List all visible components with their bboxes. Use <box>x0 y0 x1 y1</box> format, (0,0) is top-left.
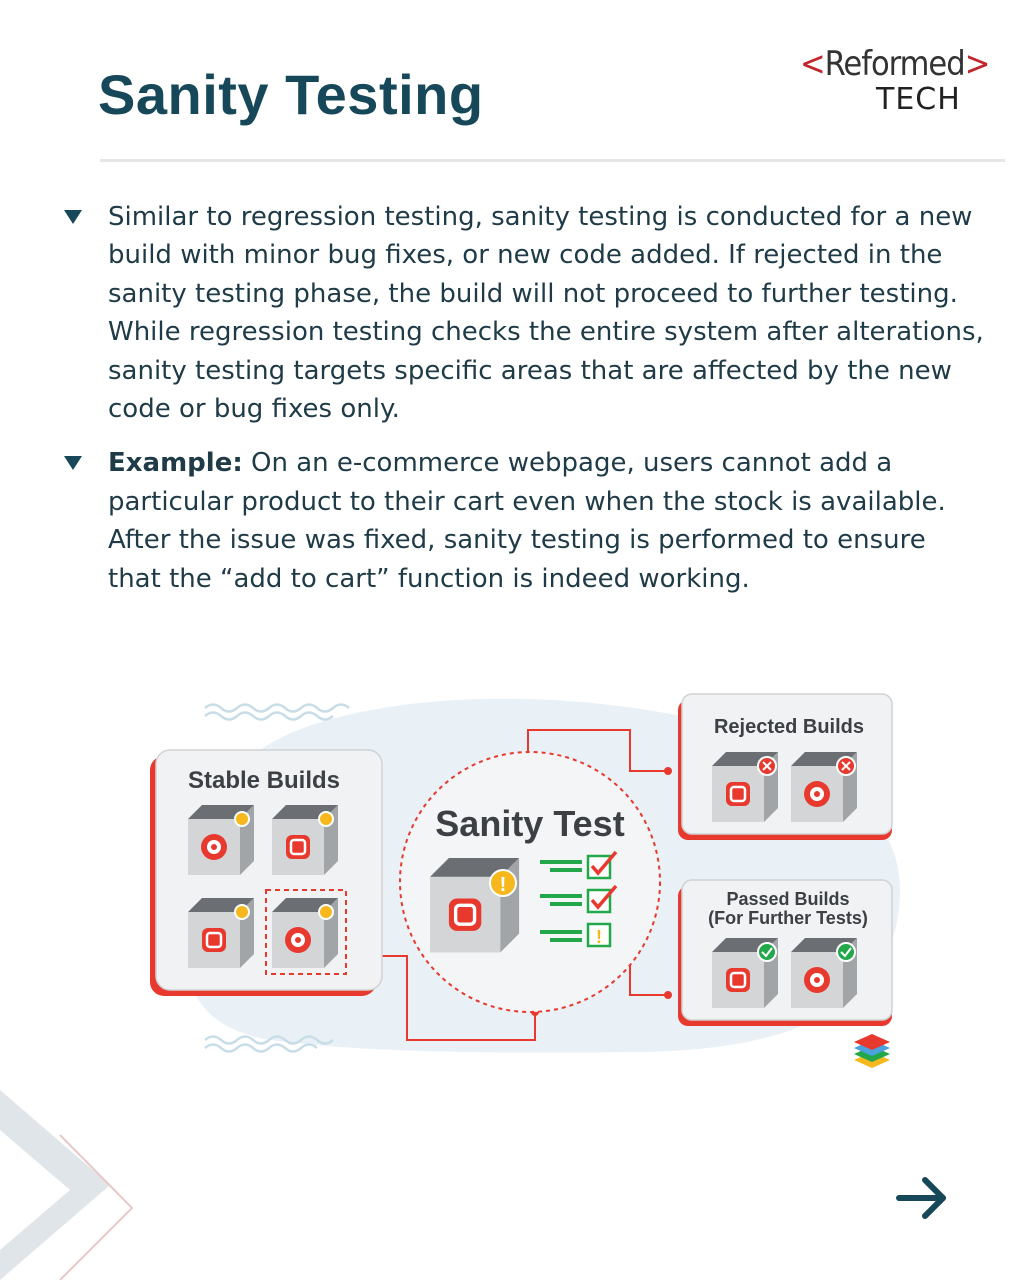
arrow-right-icon[interactable] <box>893 1172 953 1224</box>
svg-text:!: ! <box>596 927 602 947</box>
build-box <box>188 898 254 968</box>
stable-builds-label: Stable Builds <box>188 767 340 794</box>
wave-decoration <box>204 1035 334 1045</box>
bullet-bold-label: Example: <box>108 448 243 479</box>
passed-builds-sublabel: (For Further Tests) <box>708 908 868 928</box>
stable-builds-panel: Stable Builds <box>150 749 383 996</box>
pass-check-icon <box>836 942 856 962</box>
chevron-decoration <box>0 1090 134 1280</box>
logo-word: Reformed <box>824 44 966 84</box>
sanity-test-circle: Sanity Test ! ! <box>399 751 661 1013</box>
wave-decoration <box>204 711 334 721</box>
logo-open-bracket: < <box>800 44 826 84</box>
sanity-test-diagram: Stable Builds Sanity Test ! ! Rejected B… <box>150 693 900 1068</box>
svg-text:!: ! <box>500 874 507 896</box>
warning-icon <box>489 869 517 897</box>
pass-check-icon <box>757 942 777 962</box>
build-box <box>791 752 857 822</box>
logo-close-bracket: > <box>964 44 991 84</box>
bullet-item: Similar to regression testing, sanity te… <box>64 198 984 428</box>
layers-icon <box>854 1034 890 1068</box>
bullet-item: Example: On an e-commerce webpage, users… <box>64 444 984 598</box>
brand-logo: <Reformed> TECH <box>800 44 990 120</box>
build-box <box>272 898 338 968</box>
bullet-text: Similar to regression testing, sanity te… <box>108 202 984 425</box>
build-box <box>272 805 338 875</box>
bullet-list: Similar to regression testing, sanity te… <box>64 198 984 614</box>
check-icon <box>586 888 612 914</box>
build-box <box>791 938 857 1008</box>
build-box <box>712 752 778 822</box>
wave-decoration <box>204 1043 318 1053</box>
rejected-builds-label: Rejected Builds <box>714 716 864 738</box>
logo-sub: TECH <box>876 82 961 117</box>
passed-builds-panel: Passed Builds (For Further Tests) <box>678 879 893 1026</box>
bullet-text: On an e-commerce webpage, users cannot a… <box>108 448 946 594</box>
build-box <box>712 938 778 1008</box>
alert-box-icon <box>586 922 612 948</box>
check-icon <box>586 854 612 880</box>
triangle-bullet-icon <box>64 210 82 224</box>
page-title: Sanity Testing <box>98 63 484 126</box>
sanity-test-label: Sanity Test <box>435 803 624 844</box>
passed-builds-label: Passed Builds <box>726 889 849 909</box>
build-box <box>188 805 254 875</box>
connector-line <box>527 729 668 772</box>
checklist-icon <box>540 860 582 942</box>
wave-decoration <box>204 703 350 713</box>
build-box <box>430 858 520 953</box>
triangle-bullet-icon <box>64 456 82 471</box>
header-divider <box>100 159 1005 162</box>
rejected-builds-panel: Rejected Builds <box>678 693 893 840</box>
